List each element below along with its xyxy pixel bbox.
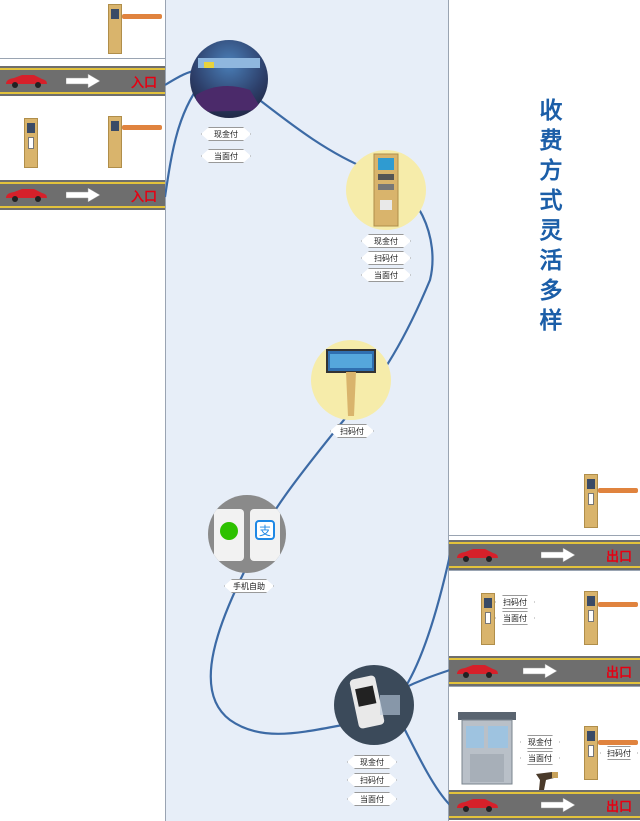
vertical-title: 收 费 方 式 灵 活 多 样 bbox=[536, 96, 566, 336]
tag-mobile-self: 手机自助 bbox=[224, 579, 274, 593]
tag-onsite: 当面付 bbox=[495, 611, 535, 625]
entrance-road-1: 入口 bbox=[0, 66, 165, 96]
tag-cash: 现金付 bbox=[520, 735, 560, 749]
tag-scan: 扫码付 bbox=[330, 424, 374, 438]
direction-arrow-icon bbox=[541, 798, 575, 812]
svg-text:支: 支 bbox=[259, 524, 271, 538]
handheld-scanner-icon bbox=[536, 772, 558, 790]
exit-label: 出口 bbox=[605, 666, 632, 681]
barrier-arm bbox=[598, 488, 638, 493]
tag-onsite: 当面付 bbox=[361, 268, 411, 282]
tag-cash: 现金付 bbox=[201, 127, 251, 141]
barrier-gate-post bbox=[108, 4, 122, 54]
exit-road-2: 出口 bbox=[449, 656, 640, 686]
exit-road-1: 出口 bbox=[449, 540, 640, 570]
direction-arrow-icon bbox=[541, 548, 575, 562]
barrier-gate-post bbox=[584, 726, 598, 780]
tag-onsite: 当面付 bbox=[201, 149, 251, 163]
exit-pay-kiosk bbox=[481, 593, 495, 645]
direction-arrow-icon bbox=[66, 188, 100, 202]
entrance-label: 入口 bbox=[130, 76, 157, 91]
title-char: 方 bbox=[539, 158, 563, 184]
barrier-gate-post bbox=[108, 116, 122, 168]
mobile-pay-apps-photo: 支 bbox=[208, 495, 286, 573]
tag-cash: 现金付 bbox=[361, 234, 411, 248]
entrance-label: 入口 bbox=[130, 190, 157, 205]
red-car-icon bbox=[457, 799, 498, 812]
toll-booth-icon bbox=[458, 712, 516, 785]
barrier-gate-post bbox=[584, 474, 598, 528]
title-char: 活 bbox=[539, 248, 563, 274]
title-char: 收 bbox=[539, 98, 563, 124]
title-char: 式 bbox=[539, 188, 563, 214]
tag-cash: 现金付 bbox=[347, 755, 397, 769]
exit-label: 出口 bbox=[605, 550, 632, 565]
title-char: 多 bbox=[539, 278, 563, 304]
barrier-arm bbox=[122, 14, 162, 19]
barrier-arm bbox=[598, 602, 638, 607]
tag-scan: 扫码付 bbox=[600, 746, 638, 760]
entry-ticket-kiosk bbox=[24, 118, 38, 168]
direction-arrow-icon bbox=[523, 664, 557, 678]
left-divider-top bbox=[0, 58, 165, 59]
right-divider-1 bbox=[449, 535, 640, 536]
entrance-road-2: 入口 bbox=[0, 180, 165, 210]
red-car-icon bbox=[6, 189, 47, 202]
barrier-arm bbox=[598, 740, 638, 745]
red-car-icon bbox=[457, 665, 498, 678]
gate-screen bbox=[111, 9, 119, 19]
payment-kiosk-photo bbox=[346, 150, 426, 230]
exit-road-3: 出口 bbox=[449, 790, 640, 820]
barrier-gate-post bbox=[584, 591, 598, 645]
tag-scan: 扫码付 bbox=[495, 595, 535, 609]
right-divider-2 bbox=[449, 570, 640, 571]
title-char: 灵 bbox=[539, 218, 563, 244]
exit-label: 出口 bbox=[605, 800, 632, 815]
red-car-icon bbox=[6, 75, 47, 88]
tag-scan: 扫码付 bbox=[361, 251, 411, 265]
barrier-arm bbox=[122, 125, 162, 130]
tag-scan: 扫码付 bbox=[347, 773, 397, 787]
tag-onsite: 当面付 bbox=[520, 751, 560, 765]
right-divider-3 bbox=[449, 686, 640, 687]
tag-onsite: 当面付 bbox=[347, 792, 397, 806]
red-car-icon bbox=[457, 549, 498, 562]
title-char: 样 bbox=[539, 308, 563, 334]
qr-scan-phone-photo bbox=[334, 665, 414, 745]
self-service-terminal-photo bbox=[311, 340, 391, 420]
direction-arrow-icon bbox=[66, 74, 100, 88]
title-char: 费 bbox=[539, 128, 563, 154]
parking-garage-photo bbox=[190, 40, 268, 118]
